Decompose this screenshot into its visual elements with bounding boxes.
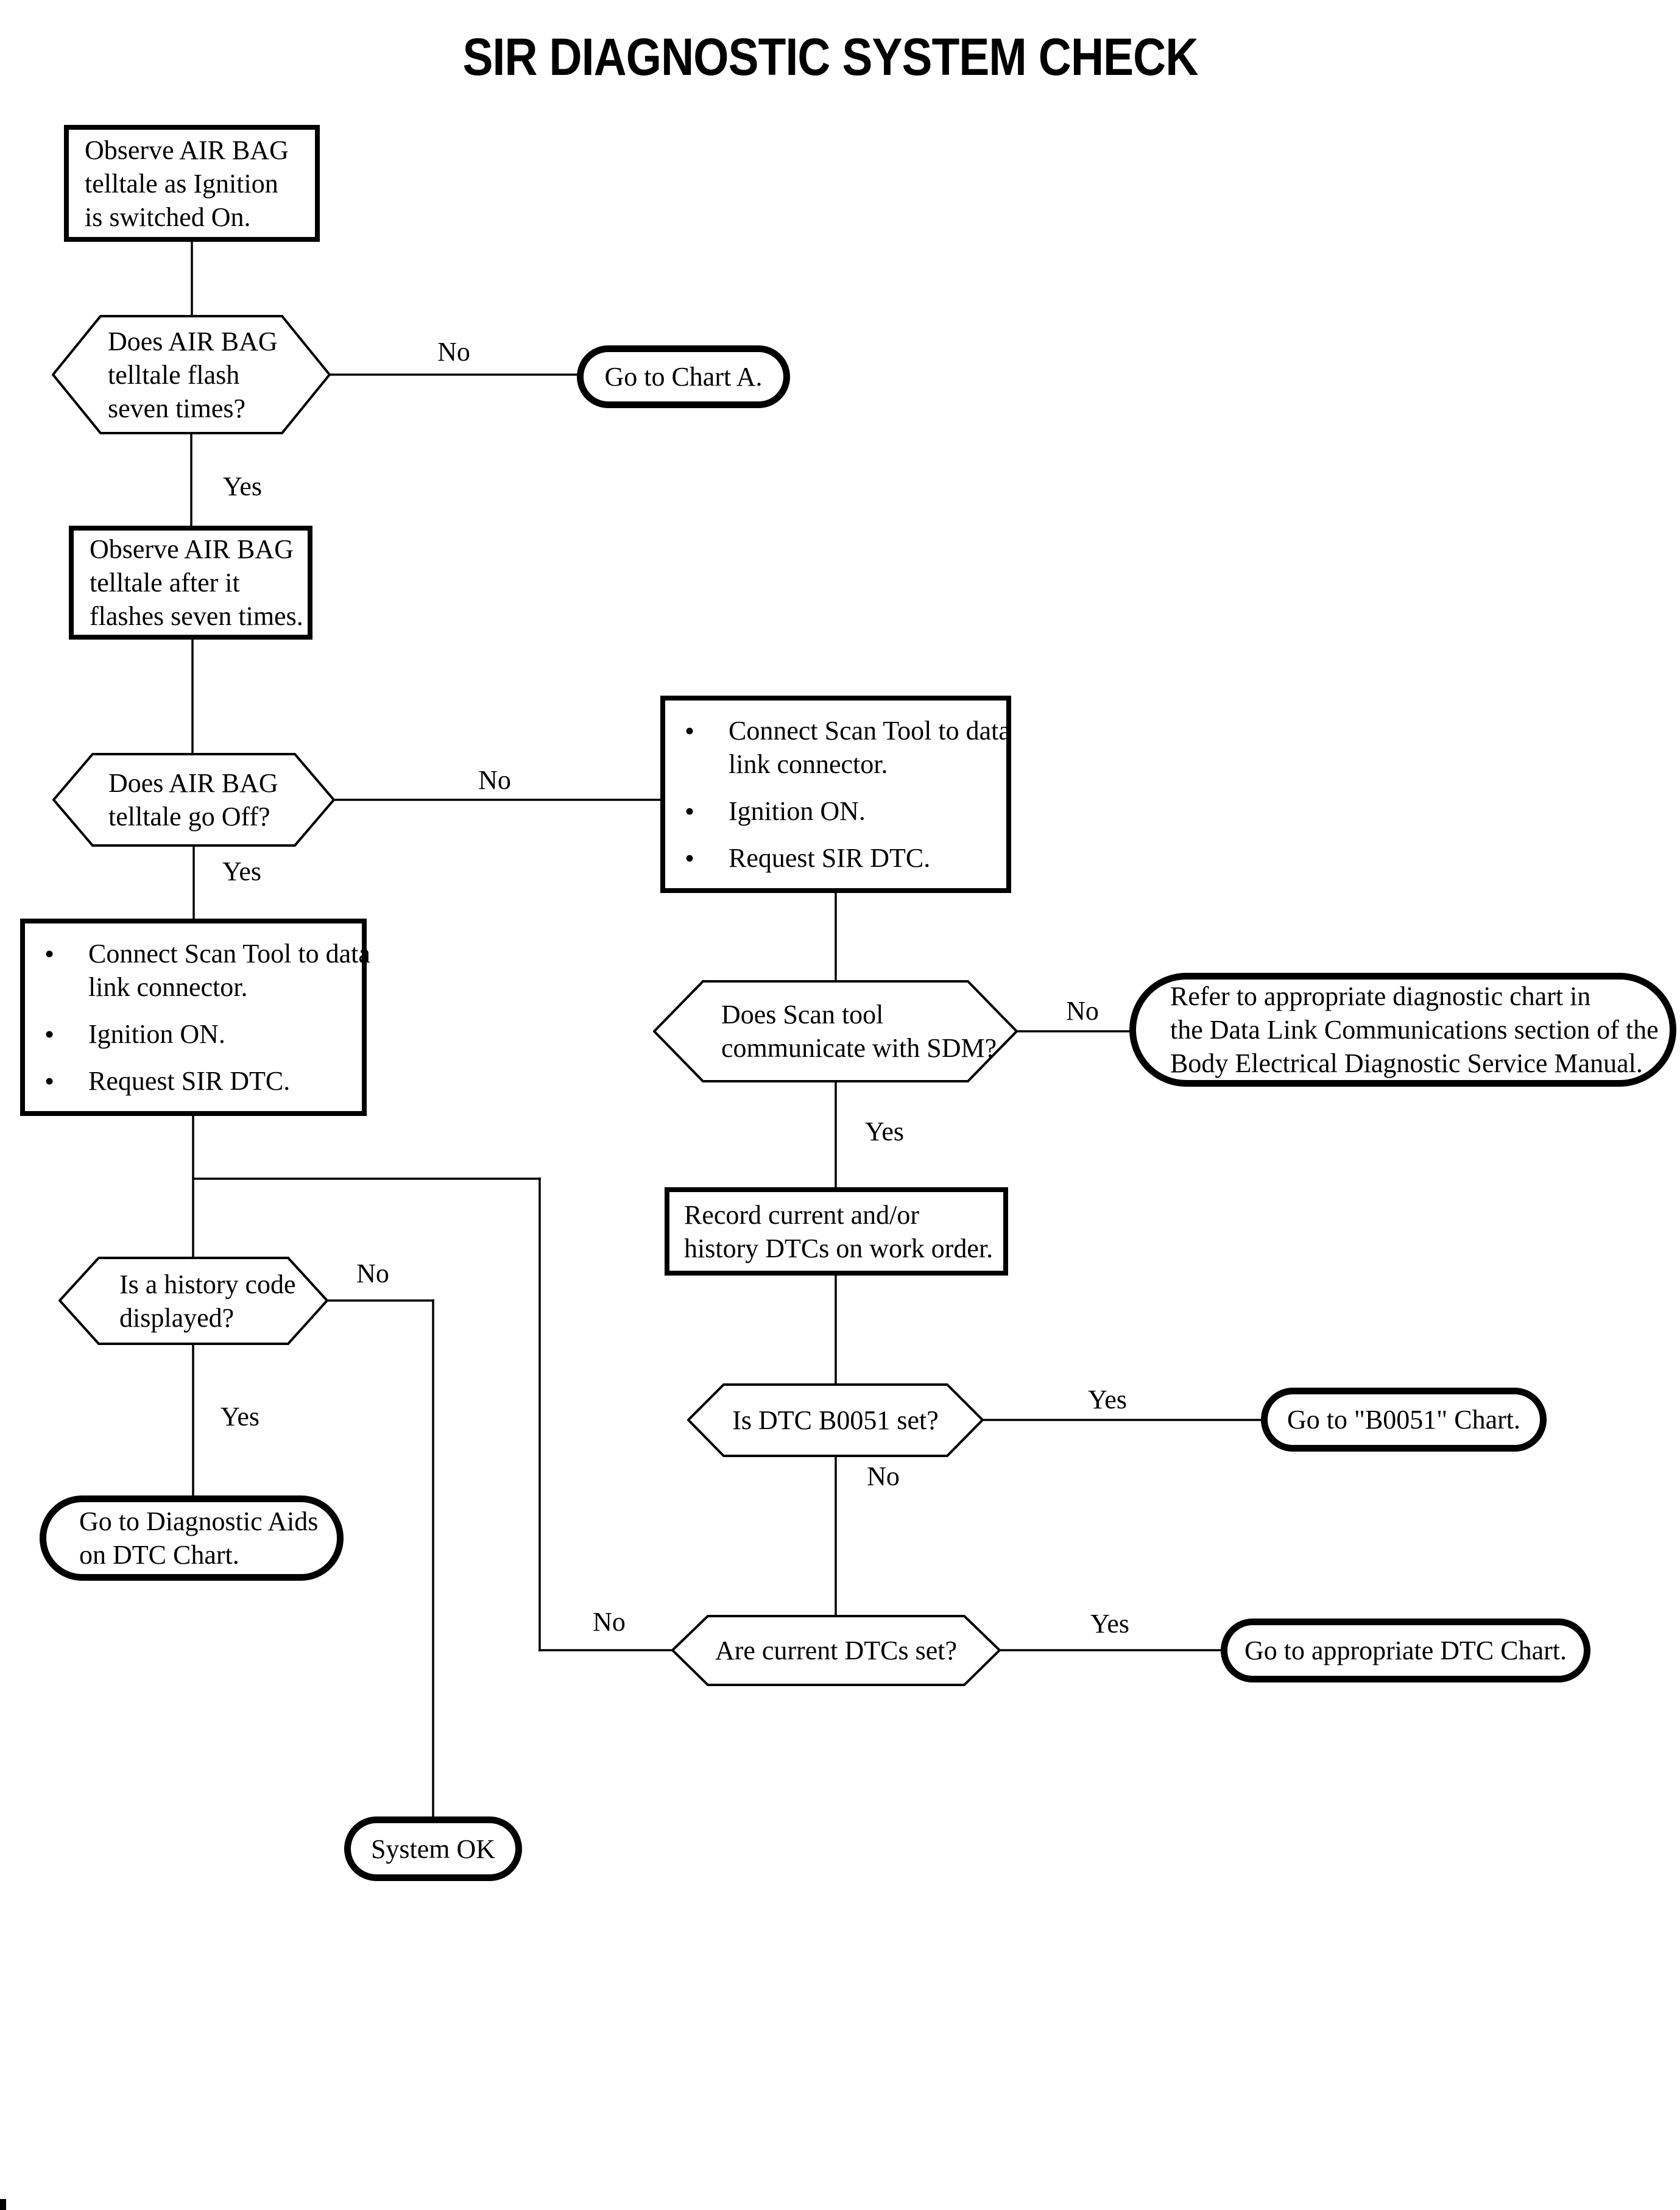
page-corner-mark <box>0 2199 6 2210</box>
node-connect-scan-tool-right: • Connect Scan Tool to data link connect… <box>660 696 1011 893</box>
node-decision-scan-tool-sdm: Does Scan tool communicate with SDM? <box>653 980 1018 1082</box>
node-refer-service-manual: Refer to appropriate diagnostic chart in… <box>1129 973 1676 1087</box>
node-text: the Data Link Communications section of … <box>1170 1015 1659 1045</box>
hexagon-shape <box>52 753 335 847</box>
hexagon-shape <box>687 1383 984 1457</box>
node-text: history DTCs on work order. <box>684 1233 994 1263</box>
node-text: System OK <box>370 1834 496 1864</box>
edge-label-history-yes: Yes <box>220 1402 260 1432</box>
node-text: telltale go Off? <box>108 802 270 831</box>
node-text: Connect Scan Tool to data <box>88 939 370 969</box>
edge-label-go-off-yes: Yes <box>222 856 262 886</box>
node-text: Go to Chart A. <box>604 362 763 392</box>
edge-label-flash-yes: Yes <box>222 471 263 501</box>
bullet-icon: • <box>44 938 55 969</box>
node-record-dtcs: Record current and/or history DTCs on wo… <box>665 1187 1008 1276</box>
node-decision-flash-seven-times: Does AIR BAG telltale flash seven times? <box>52 315 331 434</box>
node-text: Are current DTCs set? <box>715 1636 958 1665</box>
node-text: communicate with SDM? <box>721 1033 997 1063</box>
bullet-icon: • <box>44 1065 55 1096</box>
node-text: telltale as Ignition <box>85 168 278 199</box>
hexagon-shape <box>653 980 1018 1082</box>
node-text: link connector. <box>88 972 248 1002</box>
node-decision-dtc-b0051: Is DTC B0051 set? <box>687 1383 984 1457</box>
edge-label-current-no: No <box>593 1607 626 1637</box>
edge-label-sdm-yes: Yes <box>864 1117 905 1146</box>
node-text: seven times? <box>108 393 246 423</box>
edge-label-sdm-no: No <box>1066 996 1099 1026</box>
node-text: flashes seven times. <box>90 601 303 631</box>
node-text: Request SIR DTC. <box>88 1066 291 1096</box>
node-connect-scan-tool-left: • Connect Scan Tool to data link connect… <box>20 919 370 1116</box>
node-text: Is a history code <box>119 1269 296 1299</box>
node-text: Ignition ON. <box>88 1019 225 1049</box>
node-system-ok: System OK <box>344 1816 522 1881</box>
node-decision-history-code: Is a history code displayed? <box>58 1257 328 1345</box>
node-text: Does Scan tool <box>721 1000 884 1029</box>
bullet-icon: • <box>685 715 695 746</box>
node-go-to-diagnostic-aids: Go to Diagnostic Aids on DTC Chart. <box>40 1495 344 1581</box>
page-title: SIR DIAGNOSTIC SYSTEM CHECK <box>462 28 1199 86</box>
edge-label-history-no: No <box>356 1259 389 1288</box>
bullet-icon: • <box>685 842 695 874</box>
node-go-to-chart-a: Go to Chart A. <box>577 345 790 408</box>
node-go-to-dtc-chart: Go to appropriate DTC Chart. <box>1221 1619 1590 1682</box>
node-text: Observe AIR BAG <box>90 534 294 564</box>
node-text: displayed? <box>119 1302 235 1333</box>
node-text: Does AIR BAG <box>108 326 278 356</box>
node-text: Observe AIR BAG <box>85 135 289 165</box>
node-text: Refer to appropriate diagnostic chart in <box>1170 981 1591 1011</box>
edge-label-go-off-no: No <box>478 765 511 795</box>
bullet-icon: • <box>685 796 695 827</box>
node-text: Go to Diagnostic Aids <box>79 1506 319 1536</box>
node-text: Record current and/or <box>684 1199 920 1230</box>
node-text: Go to "B0051" Chart. <box>1286 1405 1521 1435</box>
node-text: telltale after it <box>90 568 240 598</box>
edge-label-b0051-no: No <box>867 1461 900 1491</box>
node-text: Body Electrical Diagnostic Service Manua… <box>1170 1048 1643 1078</box>
edge-label-flash-no: No <box>437 337 470 367</box>
bullet-icon: • <box>44 1019 55 1050</box>
edge-label-current-yes: Yes <box>1090 1609 1130 1639</box>
node-text: is switched On. <box>85 202 251 232</box>
node-decision-current-dtcs: Are current DTCs set? <box>671 1615 1001 1686</box>
node-text: Connect Scan Tool to data <box>729 716 1011 746</box>
edge-label-b0051-yes: Yes <box>1087 1385 1128 1414</box>
node-decision-telltale-go-off: Does AIR BAG telltale go Off? <box>52 753 335 847</box>
hexagon-shape <box>52 315 331 434</box>
node-text: link connector. <box>729 749 888 779</box>
hexagon-shape <box>671 1615 1001 1686</box>
node-text: on DTC Chart. <box>79 1540 239 1570</box>
node-observe-ignition-on: Observe AIR BAG telltale as Ignition is … <box>64 125 320 242</box>
node-text: Go to appropriate DTC Chart. <box>1244 1636 1567 1665</box>
node-text: Is DTC B0051 set? <box>732 1405 939 1435</box>
node-text: Ignition ON. <box>729 796 866 826</box>
node-text: telltale flash <box>108 359 240 390</box>
node-observe-after-flashes: Observe AIR BAG telltale after it flashe… <box>69 526 312 640</box>
hexagon-shape <box>58 1257 328 1345</box>
node-text: Request SIR DTC. <box>729 843 931 873</box>
node-text: Does AIR BAG <box>108 768 278 798</box>
node-go-to-b0051-chart: Go to "B0051" Chart. <box>1261 1388 1547 1452</box>
